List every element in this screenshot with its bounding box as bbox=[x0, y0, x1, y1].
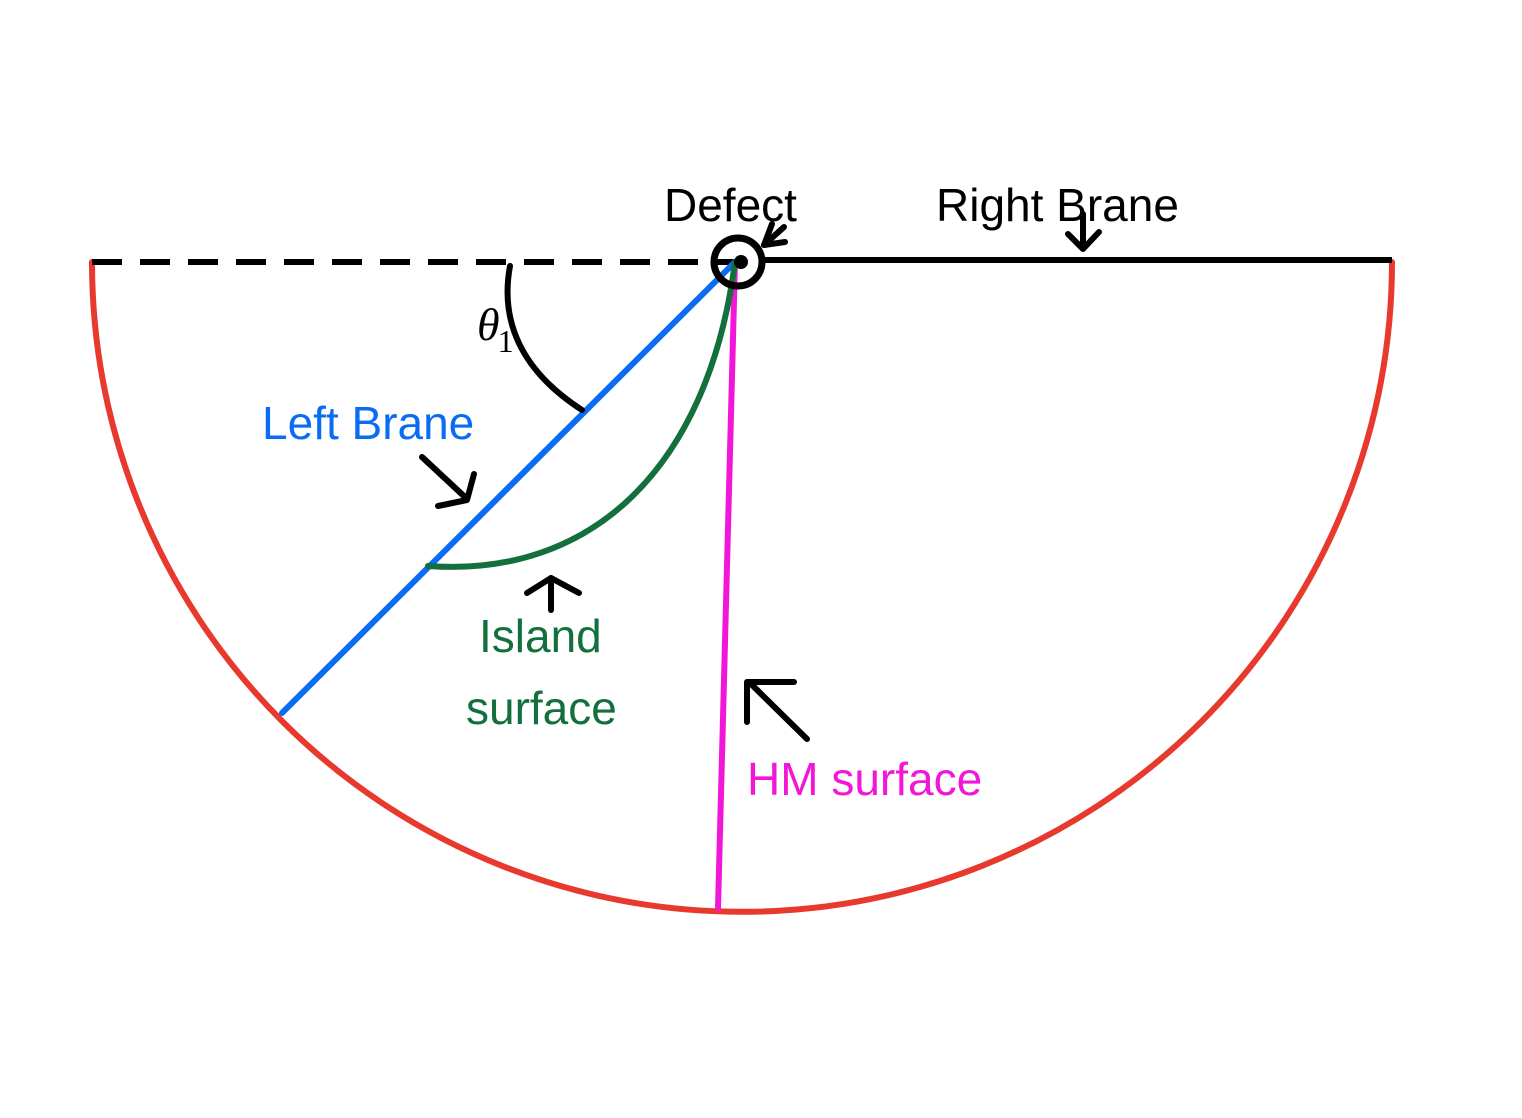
hm-arrow-icon bbox=[744, 679, 810, 742]
left-brane-line bbox=[279, 259, 738, 716]
theta-label: θ1 bbox=[477, 299, 514, 359]
left-brane-arrow-icon bbox=[419, 454, 477, 509]
left-brane-label: Left Brane bbox=[262, 397, 474, 449]
right-brane-arrow-icon bbox=[1065, 211, 1102, 252]
hm-surface-label: HM surface bbox=[747, 753, 982, 805]
angle-arc bbox=[504, 263, 585, 413]
defect-circle-marker bbox=[710, 234, 766, 290]
island-arrow-icon bbox=[524, 575, 582, 613]
island-surface-label-line1: Island bbox=[479, 610, 602, 662]
theta-symbol: θ bbox=[477, 299, 500, 350]
defect-dot bbox=[734, 255, 748, 269]
defect-arrow-icon bbox=[761, 221, 788, 248]
boundary-semicircle bbox=[89, 259, 1395, 915]
island-surface-curve bbox=[425, 259, 738, 570]
island-surface-label-line2: surface bbox=[466, 682, 617, 734]
theta-subscript: 1 bbox=[498, 323, 514, 359]
right-brane-label: Right Brane bbox=[936, 179, 1179, 231]
defect-label: Defect bbox=[664, 179, 797, 231]
hm-surface-line bbox=[715, 259, 738, 911]
